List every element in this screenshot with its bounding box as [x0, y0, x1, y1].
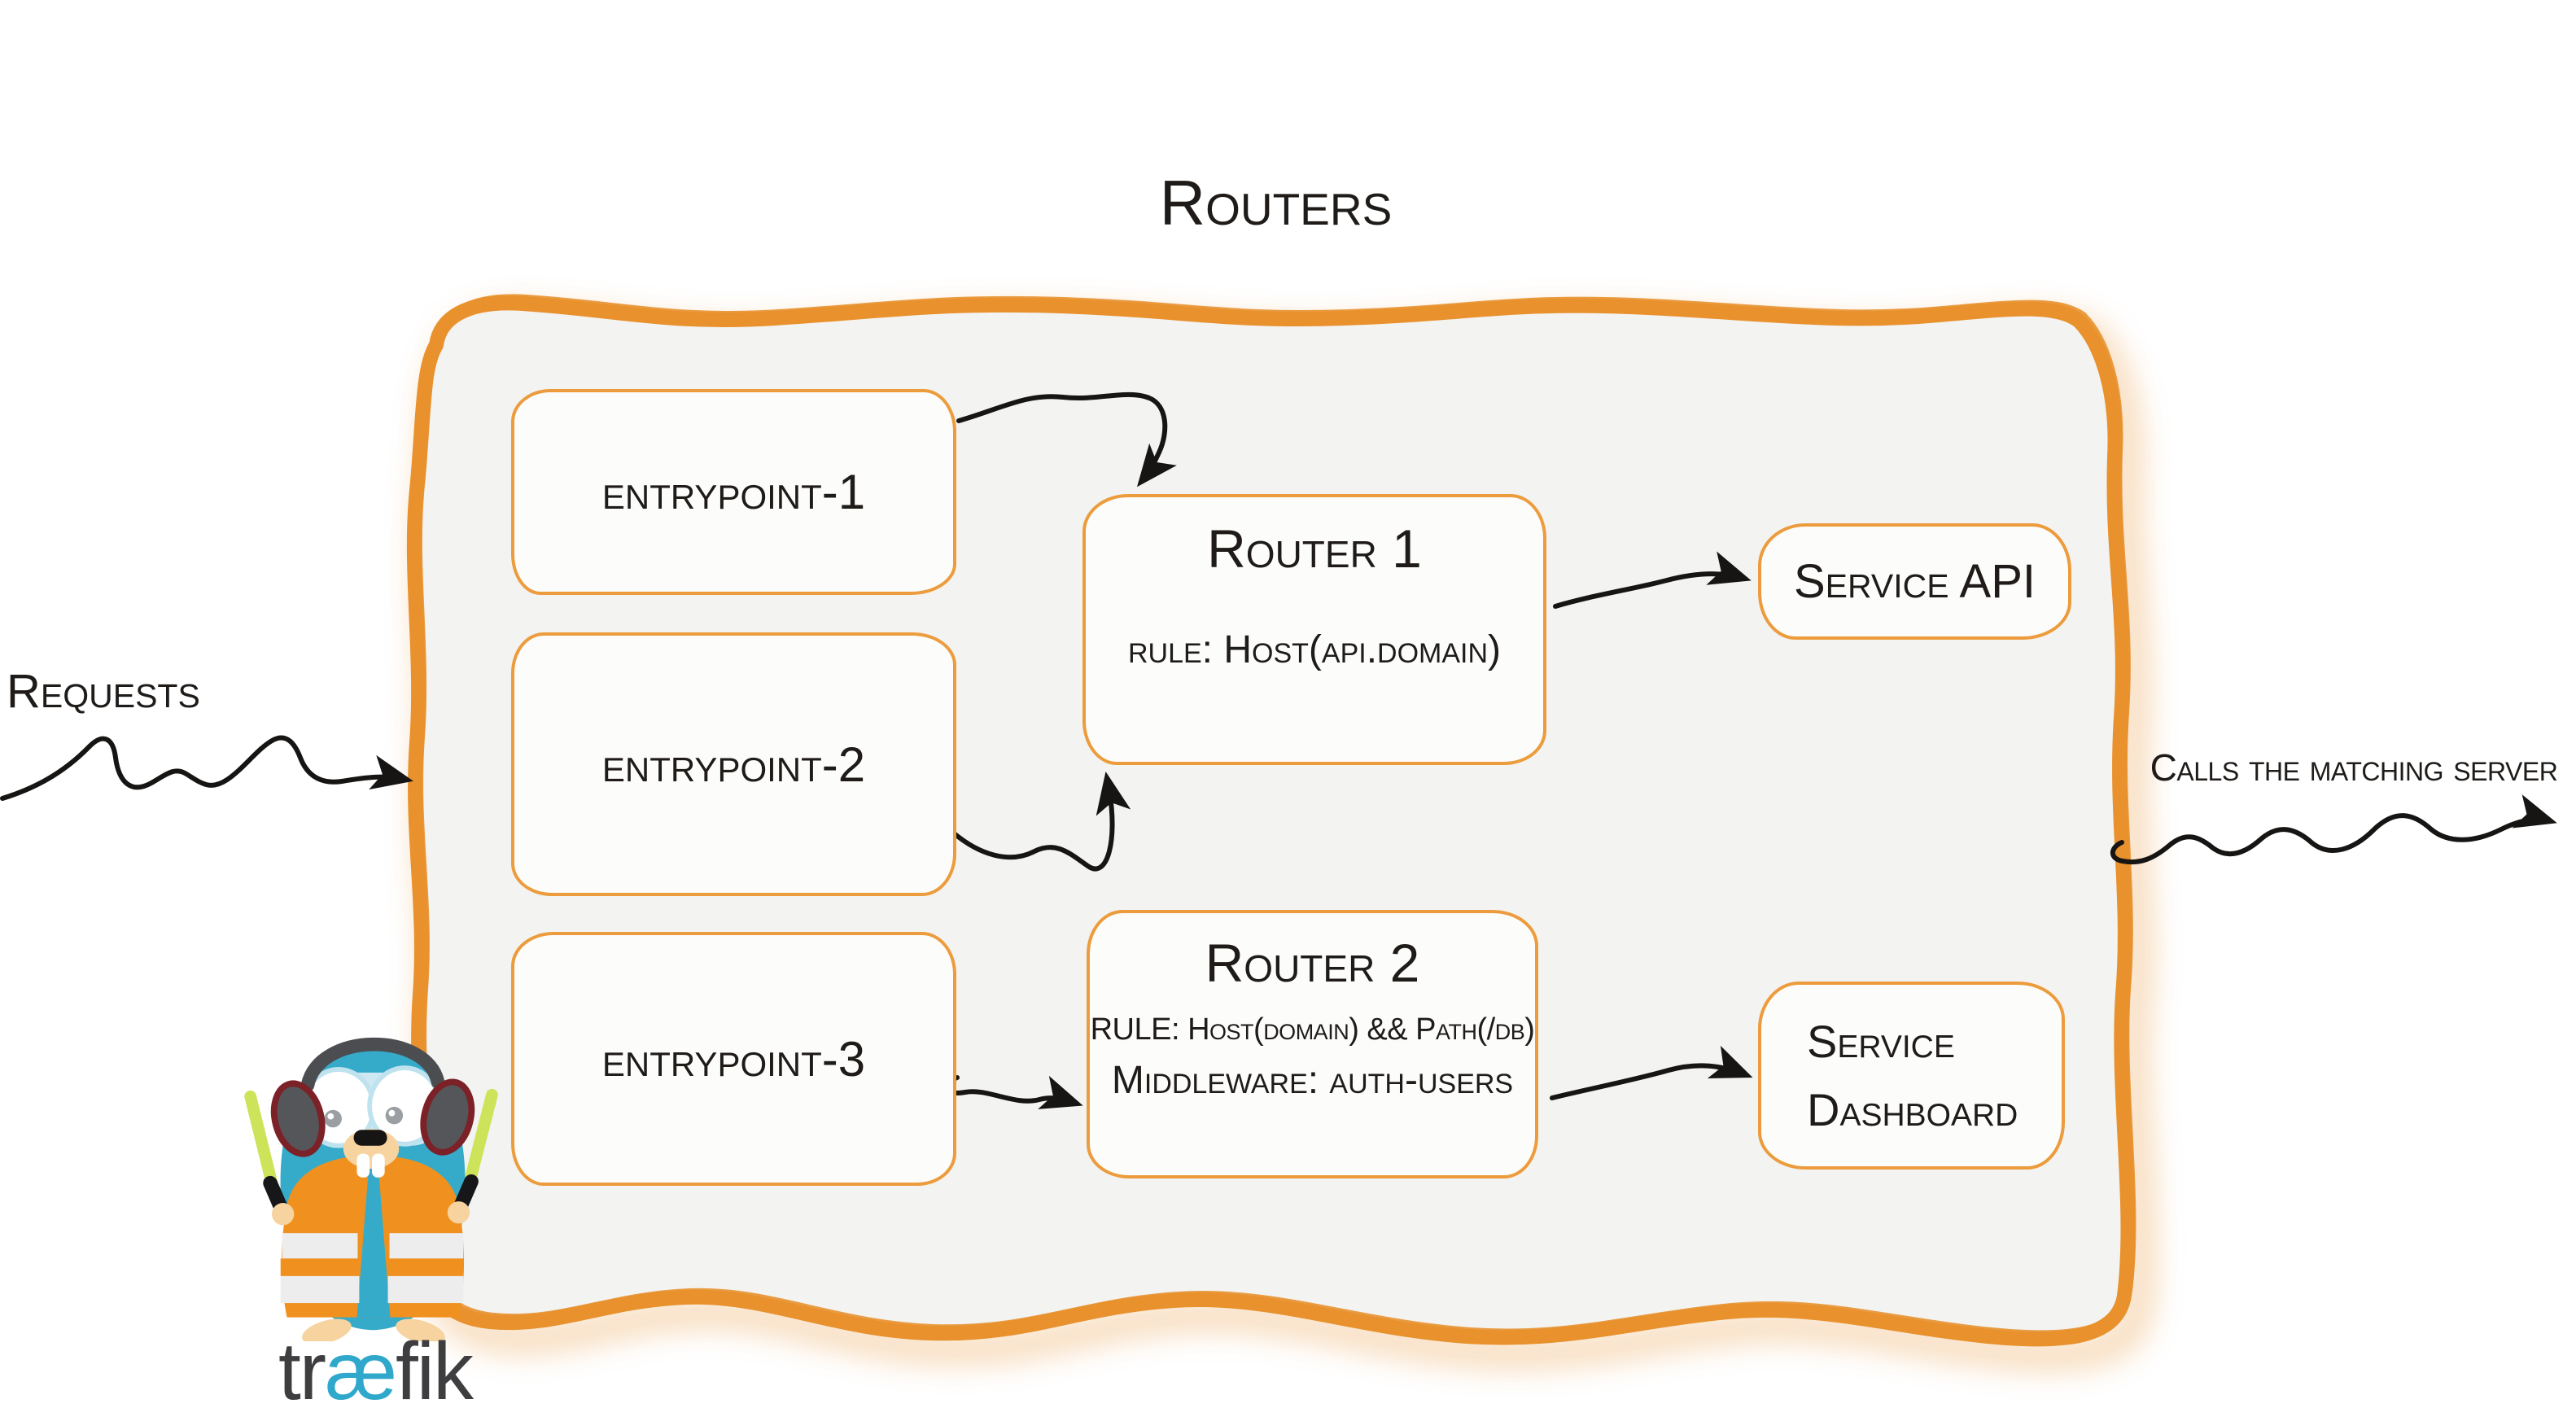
- traefik-wordmark: træfik: [241, 1325, 510, 1408]
- arrow-requests-in: [0, 735, 413, 801]
- traefik-mascot-logo: [244, 1038, 498, 1341]
- entrypoint-1-box: entrypoint-1: [511, 389, 956, 595]
- gopher-feet: [302, 1318, 445, 1341]
- entrypoint-2-box: entrypoint-2: [511, 632, 956, 896]
- calls-matching-server-label: Calls the matching server: [2150, 746, 2558, 789]
- gopher-muzzle: [343, 1129, 400, 1178]
- requests-label: Requests: [7, 665, 200, 718]
- router-2-title: Router 2: [1205, 933, 1420, 993]
- router-1-box: Router 1 rule: Host(api.domain): [1082, 494, 1546, 765]
- router-1-rule: rule: Host(api.domain): [1127, 628, 1502, 671]
- router-1-title: Router 1: [1207, 518, 1422, 579]
- entrypoint-2-label: entrypoint-2: [601, 737, 866, 792]
- service-dashboard-label-line1: Service: [1807, 1015, 1955, 1067]
- service-api-box: Service API: [1758, 523, 2071, 640]
- router-2-middleware: Middleware: auth-users: [1111, 1059, 1514, 1102]
- service-api-label: Service API: [1794, 555, 2036, 608]
- arrows: [0, 391, 2557, 1109]
- gopher-hands: [263, 1174, 479, 1226]
- router-2-rule: RULE: Host(domain) && Path(/db): [1090, 1012, 1535, 1047]
- entrypoint-3-label: entrypoint-3: [601, 1031, 866, 1087]
- arrow-router2-to-service-dashboard: [1550, 1045, 1753, 1100]
- entrypoint-3-box: entrypoint-3: [511, 932, 956, 1186]
- arrow-entrypoint2-to-router1: [951, 772, 1131, 872]
- safety-vest: [280, 1155, 465, 1318]
- page-title: Routers: [1159, 167, 1393, 238]
- service-dashboard-box: Service Dashboard: [1758, 982, 2065, 1170]
- arrow-router1-to-service-api: [1553, 551, 1752, 609]
- wordmark-ae: æ: [325, 1326, 397, 1408]
- headphones-icon: [270, 1038, 475, 1157]
- service-dashboard-label-line2: Dashboard: [1807, 1083, 2018, 1135]
- arrow-calls-out: [2110, 794, 2557, 865]
- arrow-entrypoint1-to-router1: [956, 391, 1177, 488]
- wordmark-pre: tr: [278, 1326, 326, 1408]
- wordmark-post: fik: [396, 1326, 474, 1408]
- router-2-box: Router 2 RULE: Host(domain) && Path(/db)…: [1087, 910, 1538, 1178]
- entrypoint-1-label: entrypoint-1: [601, 465, 866, 519]
